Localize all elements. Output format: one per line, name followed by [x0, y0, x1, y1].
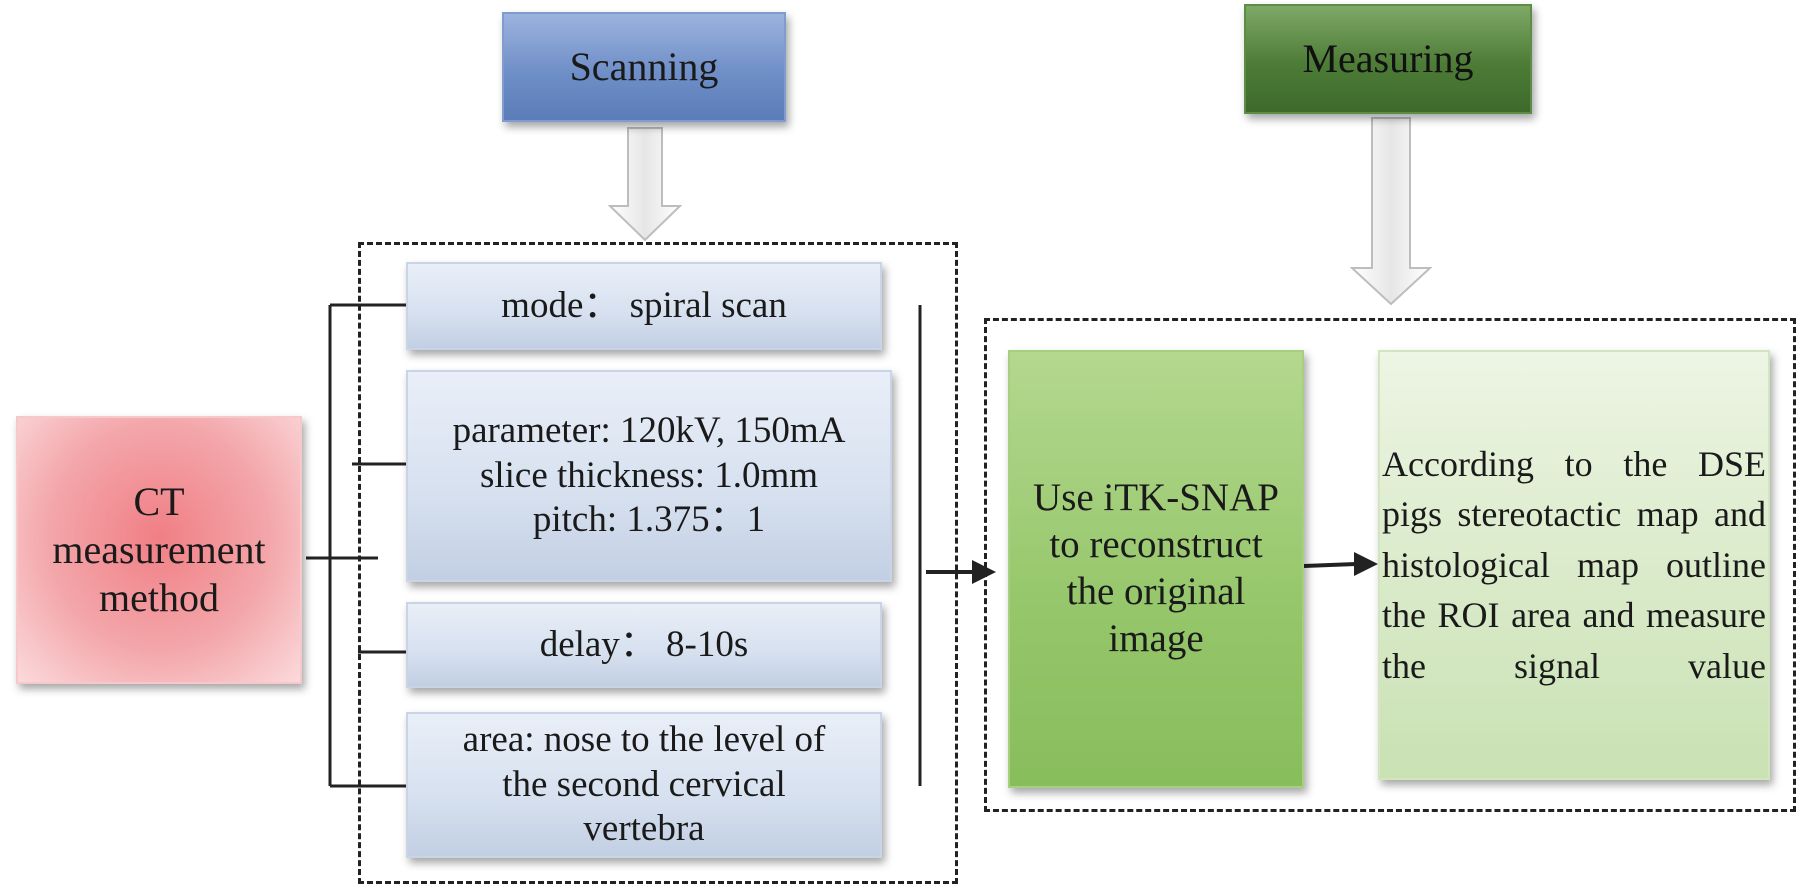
parameter-box: parameter: 120kV, 150mA slice thickness:… [406, 370, 892, 582]
area-box: area: nose to the level of the second ce… [406, 712, 882, 858]
itk-snap-label: Use iTK-SNAP to reconstruct the original… [1033, 476, 1279, 660]
mode-box: mode： spiral scan [406, 262, 882, 350]
ct-bracket [306, 303, 406, 788]
scanning-down-arrow [607, 127, 683, 242]
delay-label: delay： 8-10s [539, 623, 749, 665]
mode-label: mode： spiral scan [501, 284, 787, 326]
delay-box: delay： 8-10s [406, 602, 882, 688]
measuring-header: Measuring [1244, 4, 1532, 114]
dse-roi-label: According to the DSE pigs stereotactic m… [1382, 444, 1766, 686]
itk-snap-box: Use iTK-SNAP to reconstruct the original… [1008, 350, 1304, 788]
measurement-steps-group [984, 318, 1796, 812]
measuring-header-label: Measuring [1302, 36, 1474, 81]
ct-method-box: CT measurement method [16, 416, 302, 684]
area-label: area: nose to the level of the second ce… [462, 719, 826, 850]
scan-parameters-group [358, 242, 958, 884]
dse-roi-box: According to the DSE pigs stereotactic m… [1378, 350, 1770, 780]
scanning-header: Scanning [502, 12, 786, 122]
ct-method-label: CT measurement method [52, 479, 266, 620]
itk-to-dse-arrow [1303, 552, 1378, 576]
parameter-label: parameter: 120kV, 150mA slice thickness:… [452, 410, 846, 541]
measuring-down-arrow [1349, 117, 1433, 306]
scanning-header-label: Scanning [569, 44, 719, 89]
